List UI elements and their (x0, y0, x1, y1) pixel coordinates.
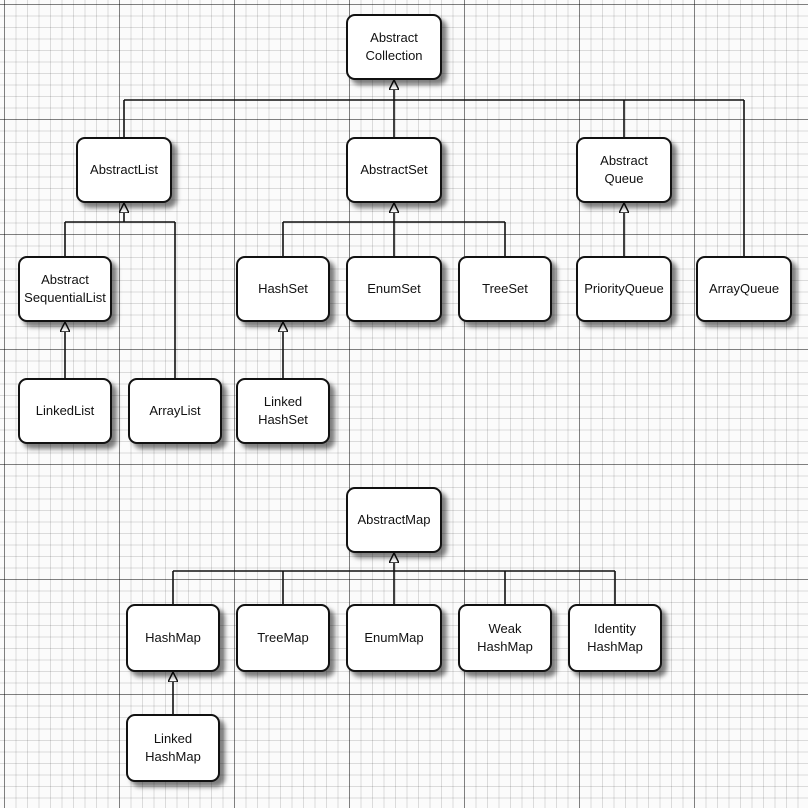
node-label-tree-map: TreeMap (257, 630, 309, 645)
node-enum-set: EnumSet (346, 256, 442, 322)
node-weak-hash-map: Weak HashMap (458, 604, 552, 672)
node-tree-map: TreeMap (236, 604, 330, 672)
node-tree-set: TreeSet (458, 256, 552, 322)
node-identity-hash-map: Identity HashMap (568, 604, 662, 672)
node-hash-map: HashMap (126, 604, 220, 672)
node-label-array-queue: ArrayQueue (708, 281, 780, 296)
node-array-list: ArrayList (128, 378, 222, 444)
node-hash-set: HashSet (236, 256, 330, 322)
node-label-linked-hash-map: Linked HashMap (145, 731, 201, 764)
node-label-abstract-collection: Abstract Collection (365, 30, 423, 63)
node-label-enum-map: EnumMap (364, 630, 424, 645)
node-label-tree-set: TreeSet (482, 281, 528, 296)
node-label-enum-set: EnumSet (367, 281, 421, 296)
node-linked-hash-set: Linked HashSet (236, 378, 330, 444)
node-label-abstract-sequential-list: Abstract SequentialList (24, 272, 106, 305)
node-label-linked-list: LinkedList (35, 403, 95, 418)
node-label-identity-hash-map: Identity HashMap (587, 621, 643, 654)
node-array-queue: ArrayQueue (696, 256, 792, 322)
node-label-array-list: ArrayList (149, 403, 201, 418)
node-abstract-collection: Abstract Collection (346, 14, 442, 80)
node-abstract-sequential-list: Abstract SequentialList (18, 256, 112, 322)
node-abstract-list: AbstractList (76, 137, 172, 203)
node-label-hash-map: HashMap (145, 630, 201, 645)
node-priority-queue: PriorityQueue (576, 256, 672, 322)
node-label-priority-queue: PriorityQueue (584, 281, 664, 296)
node-enum-map: EnumMap (346, 604, 442, 672)
node-label-abstract-set: AbstractSet (360, 162, 428, 177)
node-abstract-queue: Abstract Queue (576, 137, 672, 203)
node-abstract-map: AbstractMap (346, 487, 442, 553)
node-linked-hash-map: Linked HashMap (126, 714, 220, 782)
node-label-abstract-list: AbstractList (90, 162, 158, 177)
node-label-hash-set: HashSet (258, 281, 308, 296)
node-label-linked-hash-set: Linked HashSet (258, 394, 308, 427)
node-abstract-set: AbstractSet (346, 137, 442, 203)
node-label-weak-hash-map: Weak HashMap (477, 621, 533, 654)
node-label-abstract-map: AbstractMap (357, 512, 431, 527)
node-linked-list: LinkedList (18, 378, 112, 444)
node-label-abstract-queue: Abstract Queue (600, 153, 648, 186)
